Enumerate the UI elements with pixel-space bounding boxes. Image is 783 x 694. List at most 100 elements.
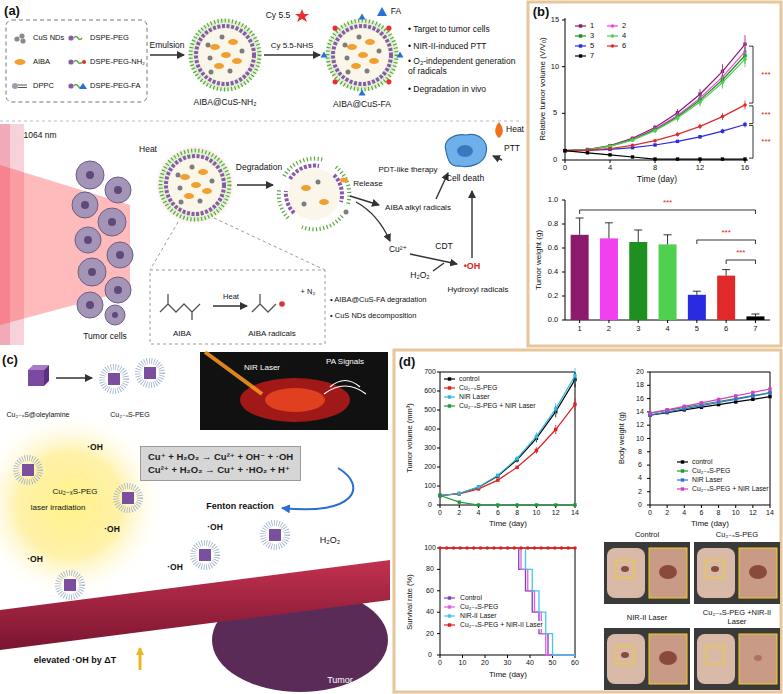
lipid-head [68, 59, 73, 64]
data-line [565, 59, 745, 151]
rect-shape [649, 634, 687, 684]
data-marker [743, 123, 746, 126]
arrow [237, 184, 273, 186]
data-marker [698, 100, 702, 104]
data-marker [743, 157, 746, 160]
significance-bracket [726, 260, 755, 264]
data-marker [721, 81, 725, 85]
data-marker [515, 466, 518, 469]
data-marker [560, 546, 564, 550]
figure-label: 6 [638, 461, 642, 469]
data-marker [554, 407, 557, 410]
data-marker [496, 478, 499, 481]
legend-label: Cu₂₋ₓS-PEG [459, 384, 497, 392]
figure-label: *** [761, 110, 770, 119]
significance-bracket [749, 125, 753, 158]
circle-shape [116, 251, 124, 259]
data-line [565, 105, 745, 151]
data-marker [458, 492, 461, 495]
data-marker [608, 147, 612, 151]
legend-label: 2 [622, 22, 626, 31]
legend-sample [607, 24, 618, 28]
dye-dot [333, 26, 338, 31]
data-marker [768, 391, 771, 394]
data-marker [631, 144, 635, 148]
figure-label: 60 [426, 587, 434, 595]
chart-axis [650, 372, 770, 505]
data-marker [496, 474, 499, 477]
peg-particle [193, 543, 217, 567]
data-marker [700, 401, 703, 404]
figure-label: Heat [139, 145, 157, 155]
figure-label: Cu₂₋ₓS-PEG +NIR-II Laser [695, 609, 779, 626]
data-marker [698, 157, 701, 160]
figure-label: *** [736, 248, 745, 257]
legend-sample [444, 614, 455, 617]
circle-shape [316, 180, 321, 185]
cus-dot [20, 38, 25, 43]
data-marker [563, 149, 566, 152]
figure-label: 8 [515, 509, 519, 517]
flame-icon [495, 122, 503, 138]
tumor-signal [265, 388, 325, 412]
rect-shape [739, 634, 777, 684]
data-marker [734, 394, 737, 397]
ellipse-shape [340, 178, 348, 183]
circle-shape [288, 168, 340, 220]
figure-label: 600 [424, 387, 436, 395]
tick-mark [647, 478, 650, 479]
arrow [471, 191, 472, 258]
figure-label: 0 [648, 509, 652, 517]
figure-label: (c) [2, 353, 18, 368]
figure-label: Control [635, 531, 659, 540]
bar [629, 242, 647, 320]
tick-mark [579, 320, 580, 323]
figure-label: Emulsion [150, 41, 185, 51]
rect-shape [649, 548, 687, 598]
data-marker [535, 449, 538, 452]
data-marker [698, 125, 702, 129]
legend-label: NIR Laser [459, 393, 490, 401]
legend-label: control [459, 375, 479, 383]
figure-label: ·OH [87, 443, 103, 453]
data-marker [573, 374, 576, 377]
laser-beam [205, 352, 262, 394]
chart-axis [565, 18, 748, 160]
legend-sample [575, 54, 586, 57]
node-label: AIBA@CuS-FA [333, 100, 391, 110]
circle-shape [112, 312, 118, 318]
data-line [650, 389, 770, 413]
figure-label: 5 [695, 325, 699, 334]
figure-label: 10 [533, 509, 541, 517]
data-marker [751, 398, 754, 401]
radical-dot [279, 301, 285, 307]
data-marker [681, 487, 684, 490]
rect-shape [739, 548, 777, 598]
figure-label: 12 [636, 421, 644, 429]
figure-label: 4 [477, 509, 481, 517]
tick-mark [647, 385, 650, 386]
legend-icon [68, 35, 82, 40]
figure-label: 0 [428, 501, 432, 509]
figure-label: 20 [426, 630, 434, 638]
folate-triangle [359, 90, 366, 96]
aiba-icon [15, 59, 26, 65]
figure-label: • AIBA@CuS-FA degradation [330, 296, 427, 305]
tick-mark [770, 505, 771, 508]
error-bar [576, 218, 584, 235]
chart-axis [440, 548, 575, 655]
ellipse-shape [301, 185, 311, 191]
ellipse-shape [319, 199, 329, 205]
data-marker [448, 614, 451, 617]
figure-label: 10 [636, 434, 644, 442]
error-bar [634, 230, 642, 242]
figure-label: 60 [571, 659, 579, 667]
tick-mark [608, 320, 609, 323]
data-marker [586, 148, 589, 151]
circle-shape [114, 286, 122, 294]
zoom-line [150, 222, 178, 270]
error-bar [722, 270, 730, 276]
data-marker [438, 546, 442, 550]
figure-label: ·OH [27, 555, 43, 565]
figure-label: ·OH [167, 563, 183, 573]
